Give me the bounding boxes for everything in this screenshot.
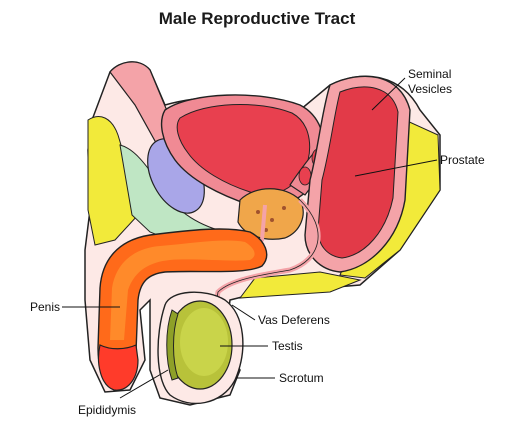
glans xyxy=(97,344,139,391)
label-penis: Penis xyxy=(30,300,60,314)
fat-tissue-left xyxy=(87,116,139,246)
epididymis xyxy=(166,309,179,381)
epididymis-leader xyxy=(119,369,169,399)
prostate-dot xyxy=(282,206,286,210)
label-seminal-vesicles-line2: Vesicles xyxy=(408,82,452,96)
seminal-vesicles-leader xyxy=(371,77,406,111)
label-testis: Testis xyxy=(272,339,303,353)
prostate-dot xyxy=(256,210,260,214)
label-seminal-vesicles-line1: Seminal xyxy=(408,67,451,81)
label-scrotum: Scrotum xyxy=(279,371,324,385)
rectum xyxy=(317,86,399,259)
diagram-title: Male Reproductive Tract xyxy=(158,9,356,28)
label-epididymis: Epididymis xyxy=(78,403,136,417)
fat-tissue-lower xyxy=(238,271,362,299)
testis-inner xyxy=(180,308,228,376)
prostate-dot xyxy=(270,218,274,222)
prostate-leader xyxy=(354,159,438,177)
label-vas-deferens: Vas Deferens xyxy=(258,313,330,327)
corpus-cavernosum xyxy=(110,240,255,340)
label-prostate: Prostate xyxy=(440,153,485,167)
vas-deferens-outline xyxy=(214,199,319,311)
vas-deferens-leader xyxy=(231,304,256,321)
bladder xyxy=(176,103,311,196)
prostate-dot xyxy=(264,228,268,232)
